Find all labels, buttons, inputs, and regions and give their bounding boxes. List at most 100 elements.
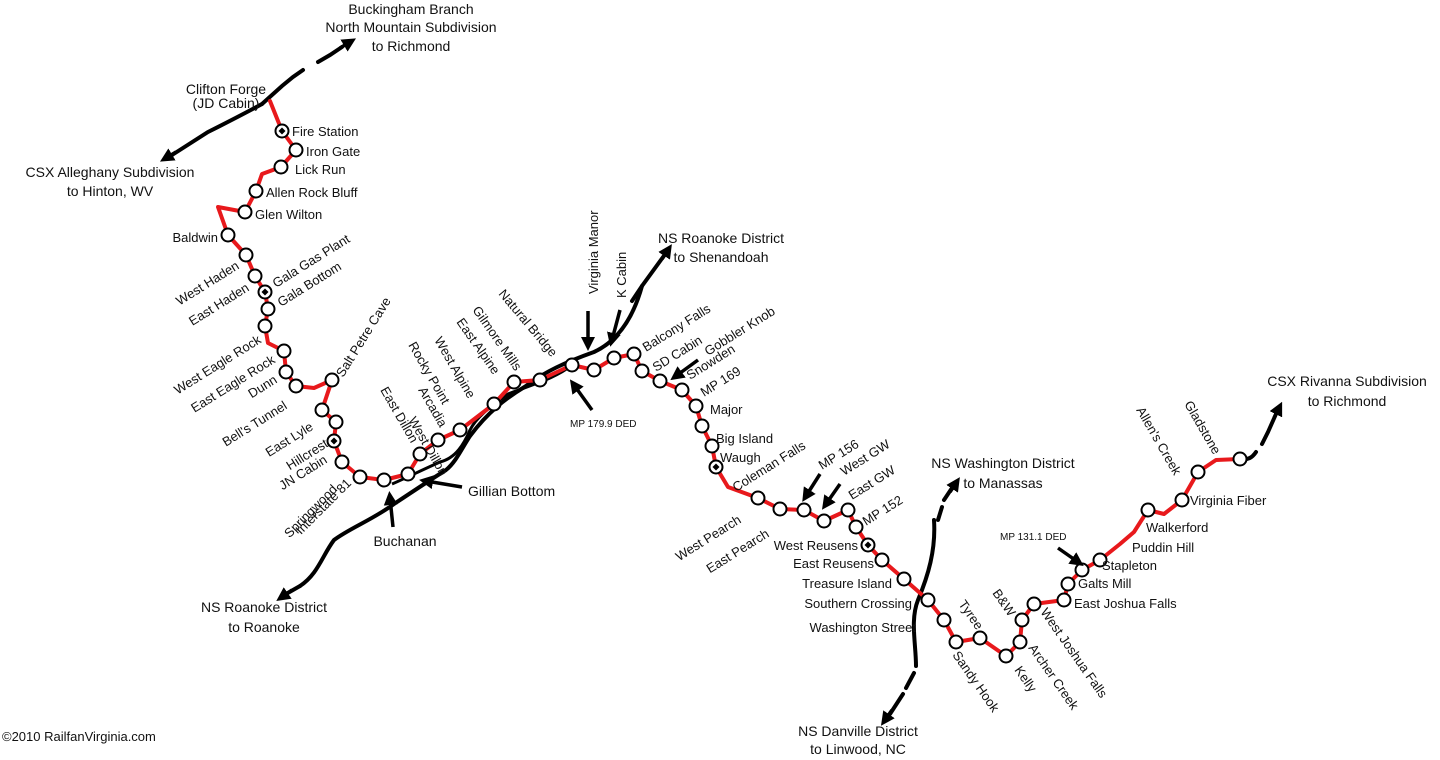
station-label-waugh: Waugh <box>720 450 761 465</box>
station-big-island <box>694 418 710 434</box>
station-label-virginia-fiber: Virginia Fiber <box>1190 493 1267 508</box>
mp-131-1-arrow <box>1056 546 1084 567</box>
station-label-k-cabin: K Cabin <box>614 252 629 298</box>
buckingham-label-3: to Richmond <box>372 38 451 54</box>
roanoke-arrowhead <box>276 587 294 602</box>
station-virginia-fiber <box>1174 492 1190 508</box>
ns-roanoke-to-shenandoah <box>630 251 668 303</box>
station-label-coleman-falls: Coleman Falls <box>730 438 809 495</box>
ns-manassas-label-1: NS Washington District <box>931 455 1075 471</box>
station-west-alpine <box>452 422 468 438</box>
buchanan-label: Buchanan <box>373 533 436 549</box>
milepost-labels: MP 179.9 DED MP 131.1 DED <box>570 419 1067 543</box>
station-east-alpine <box>486 396 502 412</box>
station-treasure-island <box>896 571 912 587</box>
rivanna-arrowhead <box>1269 401 1283 419</box>
station-label-iron-gate: Iron Gate <box>306 144 360 159</box>
manassas-arrowhead <box>946 477 960 493</box>
station-label-east-reusens: East Reusens <box>793 556 874 571</box>
rivanna-label-1: CSX Rivanna Subdivision <box>1267 373 1427 389</box>
station-glen-wilton <box>237 204 253 220</box>
station-label-gladstone: Gladstone <box>1181 398 1224 457</box>
ns-linwood-label-1: NS Danville District <box>798 723 918 739</box>
station-label-allen-s-creek: Allen's Creek <box>1133 404 1184 478</box>
station-puddin-hill <box>1092 552 1108 568</box>
station-iron-gate <box>288 142 304 158</box>
clifton-forge-label: Clifton Forge <box>186 81 266 97</box>
station-tyree <box>948 634 964 650</box>
alleghany-line <box>170 102 264 157</box>
ns-shenandoah-label-2: to Shenandoah <box>674 249 769 265</box>
station-mp-169 <box>674 382 690 398</box>
station-sd-cabin <box>626 346 642 362</box>
station-west-pearch <box>750 490 766 506</box>
stations-layer <box>220 123 1248 664</box>
station-east-haden <box>247 268 263 284</box>
copyright-notice: ©2010 RailfanVirginia.com <box>2 729 156 744</box>
station-virginia-manor <box>564 357 580 373</box>
station-archer-creek <box>1012 634 1028 650</box>
station-kelly <box>998 648 1014 664</box>
station-walkerford <box>1140 502 1156 518</box>
buckingham-label-1: Buckingham Branch <box>348 1 473 17</box>
station-allen-rock-bluff <box>248 183 264 199</box>
station-label-big-island: Big Island <box>716 431 773 446</box>
station-arcadia <box>412 446 428 462</box>
station-washington-street <box>936 612 952 628</box>
station-stapleton <box>1074 562 1090 578</box>
station-label-major: Major <box>710 402 743 417</box>
alleghany-label-2: to Hinton, WV <box>67 183 154 199</box>
rivanna-line <box>1238 412 1278 462</box>
station-label-fire-station: Fire Station <box>292 124 358 139</box>
station-west-dillon <box>376 472 392 488</box>
station-west-reusens-marker <box>864 541 872 549</box>
buckingham-branch-line <box>260 45 344 106</box>
station-label-b-w: B&W <box>990 586 1020 619</box>
station-gala-bottom <box>260 301 276 317</box>
station-label-mp-152: MP 152 <box>860 492 906 528</box>
station-gladstone <box>1232 451 1248 467</box>
shenandoah-arrowhead <box>658 244 672 260</box>
station-label-walkerford: Walkerford <box>1146 520 1208 535</box>
station-label-treasure-island: Treasure Island <box>802 576 892 591</box>
ns-manassas-label-2: to Manassas <box>963 475 1042 491</box>
ns-washington-line <box>911 518 937 668</box>
mp-156-arrow <box>802 473 822 502</box>
station-gobbler-knob <box>634 363 650 379</box>
station-label-west-joshua-falls: West Joshua Falls <box>1038 605 1111 701</box>
ns-roanoke-label-2: to Roanoke <box>228 619 300 635</box>
station-label-gobbler-knob: Gobbler Knob <box>702 303 778 358</box>
mp-131-1-label: MP 131.1 DED <box>1000 532 1067 543</box>
jd-cabin-label: (JD Cabin) <box>193 95 260 111</box>
junction-labels: Clifton Forge (JD Cabin) Buchanan Gillia… <box>186 81 555 549</box>
station-label-east-dillon: East Dillon <box>377 384 421 445</box>
gillian-bottom-label: Gillian Bottom <box>468 483 555 499</box>
station-east-dillon <box>400 466 416 482</box>
station-gilmore-mills <box>506 374 522 390</box>
buckingham-arrowhead <box>339 38 357 52</box>
alleghany-arrowhead <box>159 148 177 162</box>
station-southern-crossing <box>920 592 936 608</box>
station-coleman-falls-marker <box>712 463 720 471</box>
station-galts-mill <box>1060 576 1076 592</box>
station-natural-bridge <box>532 372 548 388</box>
station-baldwin <box>220 227 236 243</box>
connection-labels: Buckingham Branch North Mountain Subdivi… <box>26 1 1427 757</box>
station-dunn <box>278 364 294 380</box>
station-west-gw <box>816 513 832 529</box>
station-waugh <box>704 438 720 454</box>
rivanna-label-2: to Richmond <box>1308 393 1387 409</box>
station-east-pearch <box>772 501 788 517</box>
station-gala-gas-plant-marker <box>261 288 269 296</box>
station-east-lyle <box>314 402 330 418</box>
station-label-east-joshua-falls: East Joshua Falls <box>1074 596 1177 611</box>
pointer-arrows <box>159 38 1283 726</box>
station-label-virginia-manor: Virginia Manor <box>586 210 601 294</box>
station-lick-run <box>273 159 289 175</box>
station-springwood <box>334 454 350 470</box>
west-gw-arrow <box>821 482 842 510</box>
gillian-bottom-arrow <box>419 475 463 490</box>
station-east-gw <box>840 502 856 518</box>
station-jn-cabin-marker <box>330 437 338 445</box>
